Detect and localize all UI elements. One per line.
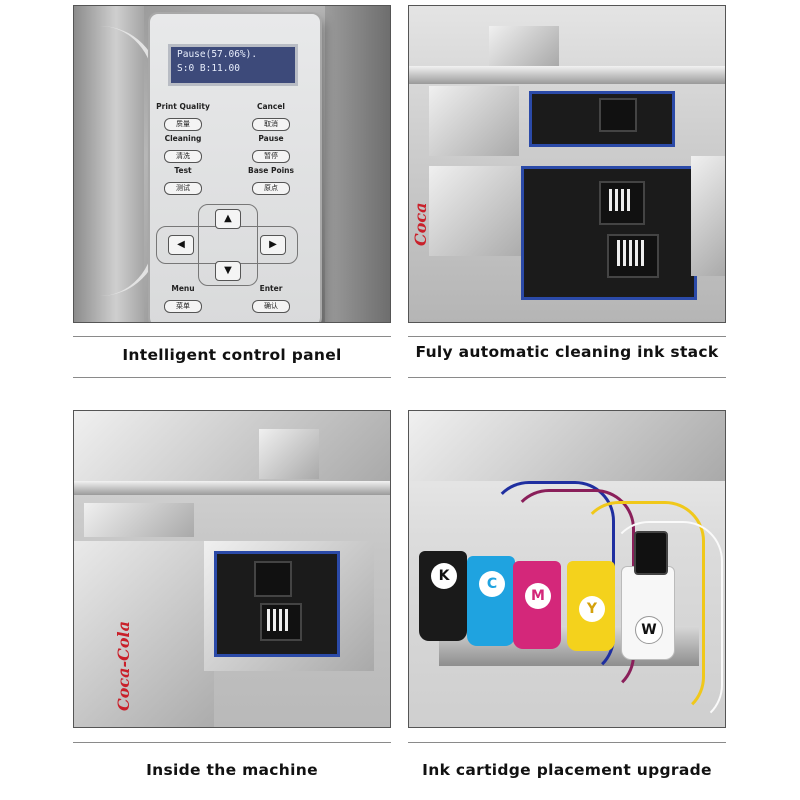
carriage-arm bbox=[429, 86, 519, 156]
caption-divider-top bbox=[408, 742, 726, 743]
key-label: Enter bbox=[259, 284, 283, 293]
capping-head-top bbox=[254, 561, 292, 597]
left-arrow-icon: ◀ bbox=[168, 235, 194, 255]
menu-key: Menu 菜单 bbox=[148, 284, 218, 313]
cleaning-key: Cleaning 清洗 bbox=[148, 134, 218, 163]
white-ink-agitator bbox=[634, 531, 668, 575]
carriage-block bbox=[489, 26, 559, 66]
caption-divider-top bbox=[73, 336, 391, 337]
nozzle-plate bbox=[267, 609, 291, 631]
test-key: Test 测试 bbox=[148, 166, 218, 195]
key-label: Cancel bbox=[256, 102, 285, 111]
key-button: 质量 bbox=[164, 118, 202, 131]
enter-key: Enter 确认 bbox=[236, 284, 306, 313]
caption-control-panel: Intelligent control panel bbox=[122, 346, 342, 364]
key-button: 确认 bbox=[252, 300, 290, 313]
direction-pad: ▲ ◀ ▶ ▼ bbox=[156, 204, 298, 286]
ink-label-m: M bbox=[525, 583, 551, 609]
upper-capping-head bbox=[599, 98, 637, 132]
nozzle-plate-bottom bbox=[617, 240, 645, 266]
printer-cover bbox=[74, 411, 390, 481]
metal-plate bbox=[429, 166, 529, 256]
coca-cola-film-logo: Coca-Cola bbox=[114, 620, 133, 711]
control-panel: Pause(57.06%). S:0 B:11.00 Print Quality… bbox=[148, 14, 320, 322]
nozzle-plate-top bbox=[609, 189, 631, 211]
key-button: 取消 bbox=[252, 118, 290, 131]
caption-cleaning-stack: Fuly automatic cleaning ink stack bbox=[415, 343, 719, 361]
caption-inside-machine: Inside the machine bbox=[146, 761, 318, 779]
key-button: 清洗 bbox=[164, 150, 202, 163]
coca-cola-film-logo: Coca bbox=[411, 202, 430, 246]
pause-key: Pause 暂停 bbox=[236, 134, 306, 163]
up-arrow-icon: ▲ bbox=[215, 209, 241, 229]
caption-ink-cartridge: Ink cartidge placement upgrade bbox=[422, 761, 712, 779]
printer-top-cover bbox=[409, 411, 725, 481]
caption-divider-top bbox=[408, 336, 726, 337]
ink-label-y: Y bbox=[579, 596, 605, 622]
upper-cap-tray bbox=[529, 91, 675, 147]
key-button: 测试 bbox=[164, 182, 202, 195]
film-roll-area bbox=[74, 541, 214, 727]
cleaning-stack-photo: Coca bbox=[408, 5, 726, 323]
right-arrow-icon: ▶ bbox=[260, 235, 286, 255]
printer-right-frame bbox=[325, 6, 390, 322]
ink-label-w: W bbox=[635, 616, 663, 644]
key-label: Cleaning bbox=[164, 134, 202, 143]
caption-divider-top bbox=[73, 742, 391, 743]
key-button: 暂停 bbox=[252, 150, 290, 163]
ink-label-k: K bbox=[431, 563, 457, 589]
caption-divider-bottom bbox=[408, 377, 726, 378]
down-arrow-icon: ▼ bbox=[215, 261, 241, 281]
dpad-frame-vertical bbox=[198, 204, 258, 286]
caption-divider-bottom bbox=[73, 377, 391, 378]
lcd-display: Pause(57.06%). S:0 B:11.00 bbox=[168, 44, 298, 86]
ink-bottle-cyan bbox=[467, 556, 515, 646]
key-label: Menu bbox=[171, 284, 195, 293]
pinch-rollers bbox=[84, 503, 194, 537]
key-label: Print Quality bbox=[156, 102, 210, 111]
ink-bottle-white bbox=[621, 566, 675, 660]
carriage-rail bbox=[74, 481, 390, 495]
inside-machine-photo: Coca-Cola bbox=[73, 410, 391, 728]
lcd-line-1: Pause(57.06%). bbox=[177, 49, 258, 60]
ink-label-c: C bbox=[479, 571, 505, 597]
key-button: 原点 bbox=[252, 182, 290, 195]
ink-cartridge-photo: K C M Y W bbox=[408, 410, 726, 728]
key-label: Pause bbox=[258, 134, 284, 143]
print-quality-key: Print Quality 质量 bbox=[148, 102, 218, 131]
yellow-ink-tube bbox=[579, 501, 705, 717]
cancel-key: Cancel 取消 bbox=[236, 102, 306, 131]
key-label: Test bbox=[174, 166, 192, 175]
base-points-key: Base Poins 原点 bbox=[236, 166, 306, 195]
key-button: 菜单 bbox=[164, 300, 202, 313]
white-ink-tube bbox=[609, 521, 723, 725]
key-label: Base Poins bbox=[248, 166, 294, 175]
carriage-bracket bbox=[259, 429, 319, 479]
control-panel-photo: Pause(57.06%). S:0 B:11.00 Print Quality… bbox=[73, 5, 391, 323]
right-frame bbox=[691, 156, 725, 276]
lcd-line-2: S:0 B:11.00 bbox=[177, 63, 240, 74]
carriage-rail bbox=[409, 66, 725, 84]
